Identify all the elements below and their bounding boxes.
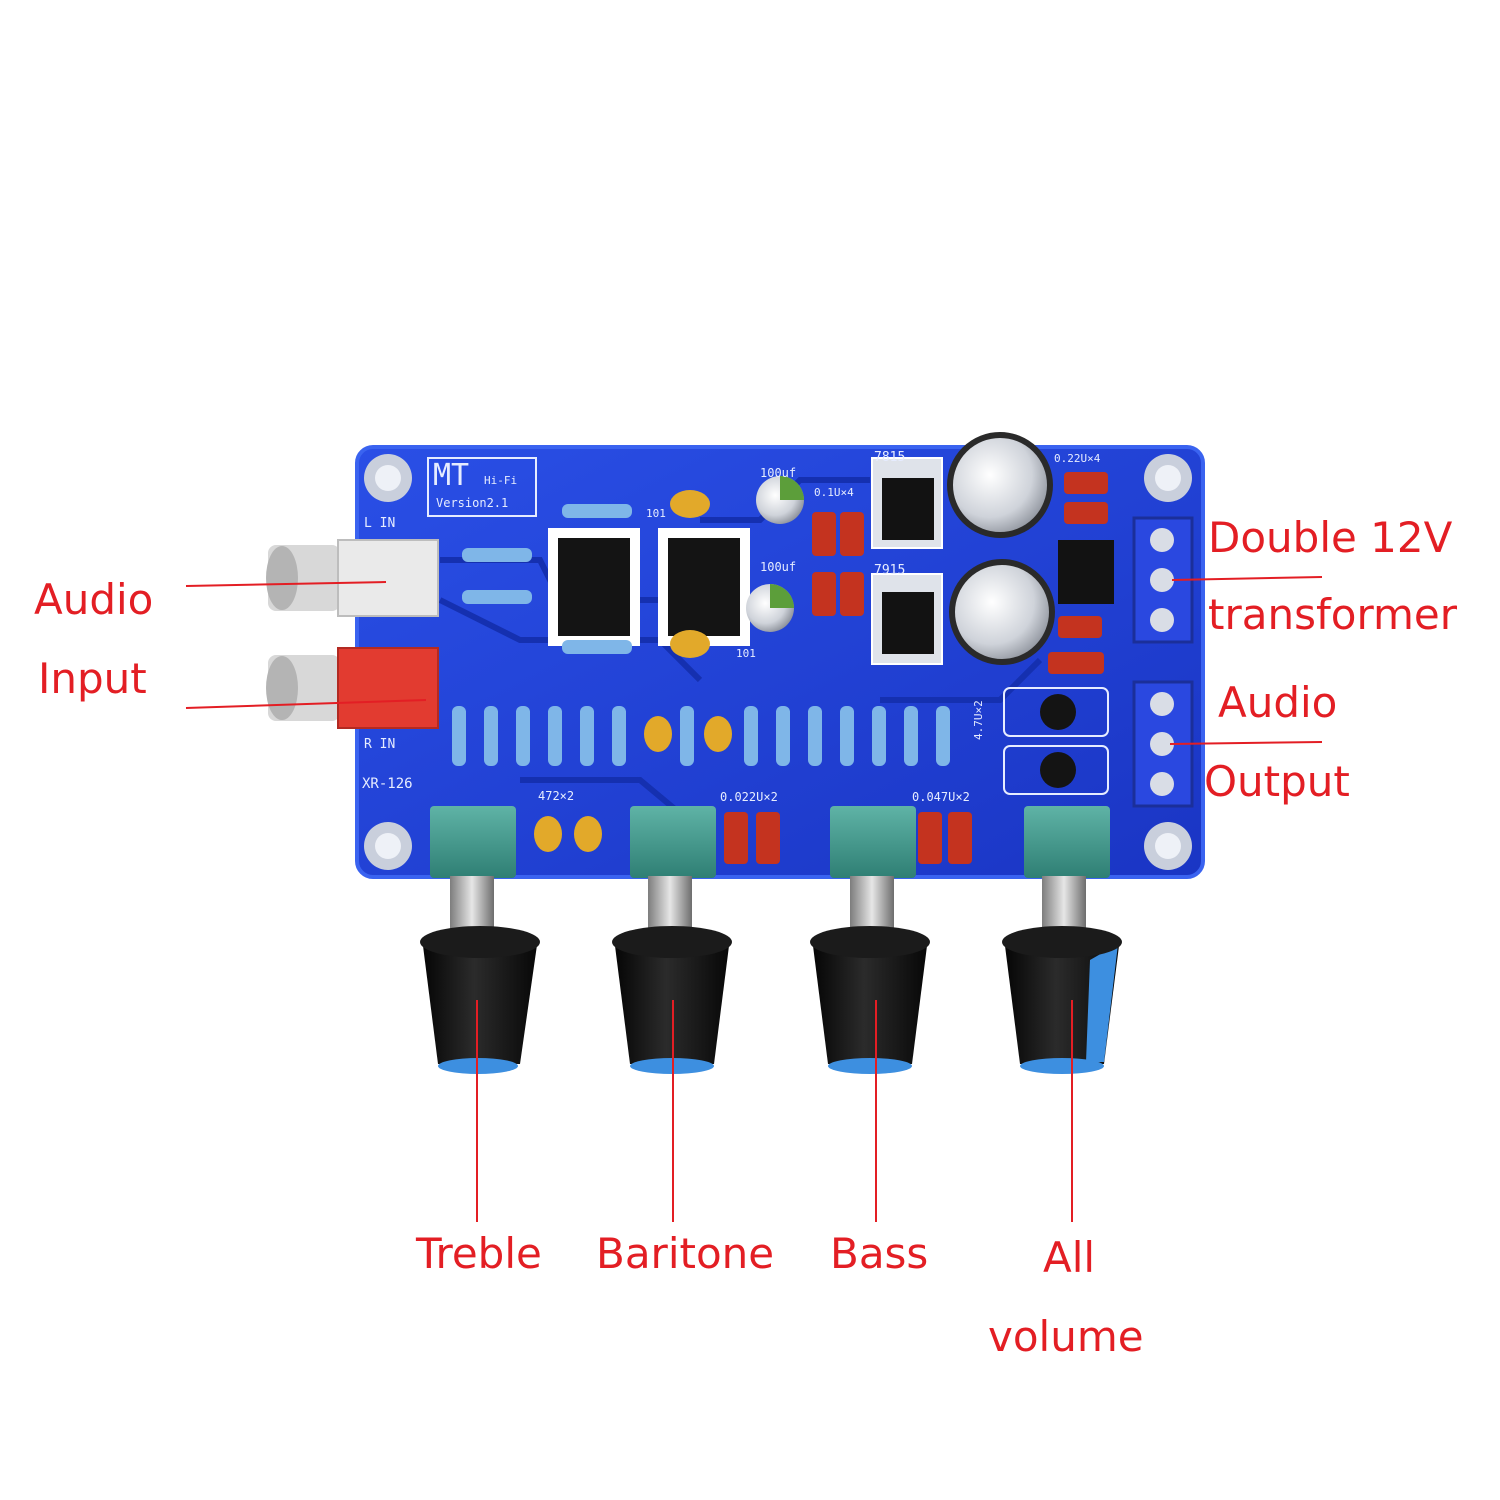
leader-line-transformer	[1171, 576, 1323, 581]
board-logo: MT	[433, 458, 470, 493]
label-all-volume-line2: volume	[988, 1312, 1144, 1361]
board-code-101-bottom: 101	[736, 647, 756, 660]
electrolytic-capacitor-icon	[756, 476, 804, 524]
logo-box	[427, 457, 537, 517]
electrolytic-capacitor-icon	[947, 432, 1053, 538]
leader-line-audio-input-bottom	[185, 699, 427, 709]
board-cap-47u: 4.7U×2	[972, 700, 985, 740]
label-audio-output-line2: Output	[1204, 757, 1350, 806]
ceramic-capacitors	[534, 490, 732, 852]
label-audio-output-line1: Audio	[1218, 678, 1338, 727]
leader-line-audio-output	[1169, 741, 1323, 745]
label-audio-input-line2: Input	[38, 654, 147, 703]
label-audio-input-line1: Audio	[34, 575, 154, 624]
rca-jack-icon-white	[266, 539, 439, 617]
board-cap-100uf-bottom: 100uf	[760, 560, 797, 574]
board-cap-472: 472×2	[538, 789, 575, 803]
board-cap-01u: 0.1U×4	[814, 486, 854, 499]
mounting-hole-icon	[1144, 454, 1192, 502]
label-transformer-line1: Double 12V	[1208, 513, 1453, 562]
board-cap-0047u: 0.047U×2	[912, 790, 970, 804]
board-reg-7815: 7815	[874, 450, 906, 465]
board-l-in: L IN	[364, 516, 396, 531]
mounting-hole-icon	[364, 822, 412, 870]
ic-chip-icon	[548, 528, 640, 646]
rca-jack-icon-red	[266, 647, 439, 729]
screw-terminal-icon-power	[1132, 516, 1194, 644]
voltage-regulator-icon	[871, 457, 943, 549]
label-bass: Bass	[830, 1229, 929, 1278]
board-cap-022u: 0.22U×4	[1054, 452, 1101, 465]
board-logo-sub: Hi-Fi	[484, 474, 518, 487]
voltage-regulator-icon	[871, 573, 943, 665]
leader-lines	[185, 576, 1323, 1222]
mounting-hole-icon	[1144, 822, 1192, 870]
resistors-vertical	[452, 706, 950, 766]
potentiometer-knob-icon-treble[interactable]	[420, 806, 540, 1074]
potentiometer-knob-icon-bass[interactable]	[810, 806, 930, 1074]
board-cap-0022u: 0.022U×2	[720, 790, 778, 804]
board-model: XR-126	[362, 776, 413, 792]
board-reg-7915: 7915	[874, 563, 906, 578]
mounting-holes	[364, 454, 1192, 870]
label-transformer-line2: transformer	[1208, 590, 1458, 639]
board-version: Version2.1	[436, 496, 509, 510]
ic-chip-icon	[658, 528, 750, 646]
board-code-101-top: 101	[646, 507, 666, 520]
electrolytic-capacitor-icon	[949, 559, 1055, 665]
board-cap-100uf-top: 100uf	[760, 466, 797, 480]
potentiometer-knob-icon-volume[interactable]	[1002, 806, 1122, 1074]
resistors-horizontal	[462, 504, 632, 654]
leader-line-audio-input-top	[185, 581, 387, 587]
transistor-icon	[1058, 540, 1114, 604]
transistor-boxes	[1003, 687, 1109, 795]
board-r-in: R IN	[364, 737, 396, 752]
label-baritone: Baritone	[596, 1229, 775, 1278]
label-treble: Treble	[416, 1229, 542, 1278]
electrolytic-capacitor-icon	[746, 584, 794, 632]
label-all-volume-line1: All	[1043, 1233, 1096, 1282]
film-capacitors	[724, 472, 1108, 864]
mounting-hole-icon	[364, 454, 412, 502]
